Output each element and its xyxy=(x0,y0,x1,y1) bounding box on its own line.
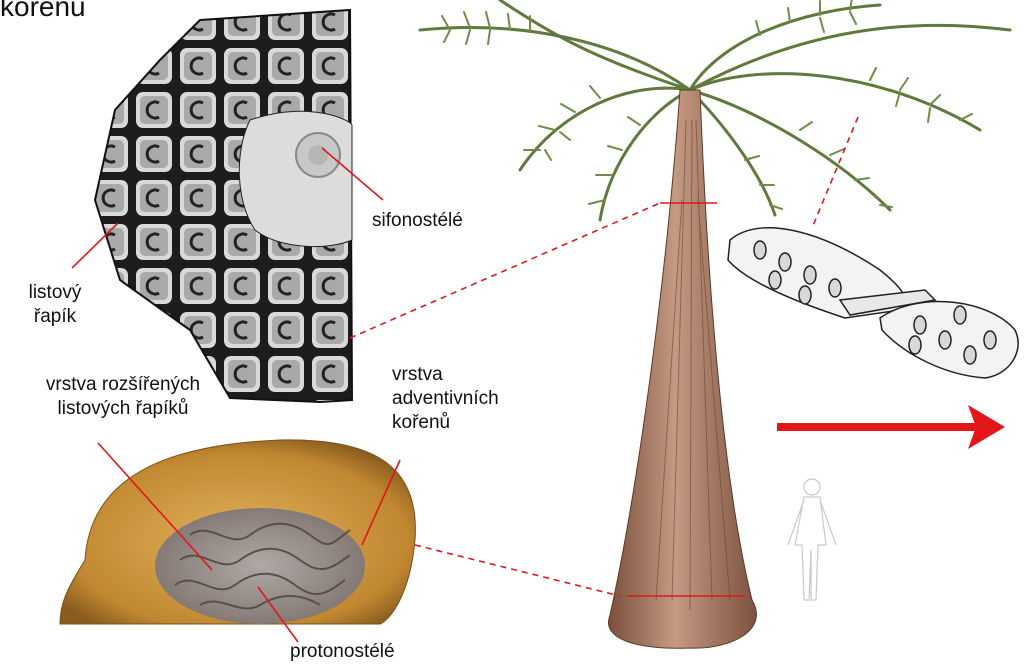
label-listovy-line1: listový xyxy=(20,281,90,305)
tree-crown xyxy=(420,0,1010,220)
label-protonostele: protonostélé xyxy=(290,640,395,664)
label-listovy-rapik: listový řapík xyxy=(20,281,90,329)
label-adventivnich-line1: vrstva xyxy=(392,363,499,387)
red-arrow-icon xyxy=(777,405,1005,449)
label-vrstva-adventivnich: vrstva adventivních kořenů xyxy=(392,363,499,435)
label-rozsirenych-line1: vrstva rozšířených xyxy=(7,373,239,397)
label-listovy-line2: řapík xyxy=(20,305,90,329)
label-rozsirenych-line2: listových řapíků xyxy=(7,397,239,421)
lower-connector-dashed xyxy=(415,545,620,596)
title-fragment: kořenů xyxy=(0,0,86,24)
label-sifonostele: sifonostélé xyxy=(372,209,463,233)
human-scale-figure xyxy=(788,479,836,600)
label-vrstva-rozsirenych: vrstva rozšířených listových řapíků xyxy=(7,373,239,421)
label-adventivnich-line2: adventivních xyxy=(392,387,499,411)
fertile-frond-illustration xyxy=(728,228,1018,378)
label-adventivnich-line3: kořenů xyxy=(392,411,499,435)
frond-connector-dashed xyxy=(812,117,858,228)
tree-trunk xyxy=(608,90,756,648)
